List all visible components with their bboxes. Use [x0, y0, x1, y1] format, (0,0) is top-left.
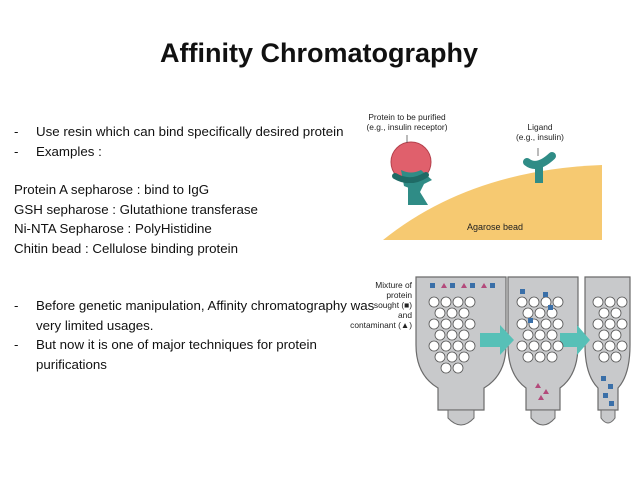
example-line: Ni-NTA Sepharose : PolyHistidine: [14, 221, 212, 236]
example-line: GSH sepharose : Glutathione transferase: [14, 201, 258, 217]
bullet-text: Examples :: [36, 143, 102, 159]
example-line: Protein A sepharose : bind to IgG: [14, 182, 210, 197]
mixture-markers: [430, 283, 614, 406]
arrow-2: [560, 325, 590, 355]
top-bullet-list: -Use resin which can bind specifically d…: [14, 122, 374, 161]
bullet-item: -But now it is one of major techniques f…: [14, 337, 317, 372]
agarose-bead: [383, 165, 602, 240]
slide-title: Affinity Chromatography: [159, 38, 478, 68]
bullet-text: Before genetic manipulation, Affinity ch…: [36, 298, 375, 333]
bead-label: Agarose bead: [466, 222, 524, 232]
ligand-label: Ligand (e.g., insulin): [516, 122, 564, 142]
column-beads: [428, 296, 628, 374]
bottom-bullet-list: -Before genetic manipulation, Affinity c…: [14, 296, 379, 374]
bullet-item: -Before genetic manipulation, Affinity c…: [14, 298, 375, 333]
example-line: Chitin bead : Cellulose binding protein: [14, 240, 238, 256]
examples-list: Protein A sepharose : bind to IgG GSH se…: [14, 180, 374, 258]
bullet-text: But now it is one of major techniques fo…: [36, 337, 317, 372]
mixture-label: Mixture of protein sought (■) and contam…: [350, 280, 412, 330]
arrow-1: [480, 325, 514, 355]
bullet-item: -Examples :: [14, 143, 102, 159]
bullet-item: -Use resin which can bind specifically d…: [14, 124, 344, 139]
bullet-text: Use resin which can bind specifically de…: [36, 124, 344, 139]
protein-label: Protein to be purified (e.g., insulin re…: [366, 112, 448, 132]
ligand-with-protein: [390, 141, 432, 205]
free-ligand: [523, 152, 556, 183]
